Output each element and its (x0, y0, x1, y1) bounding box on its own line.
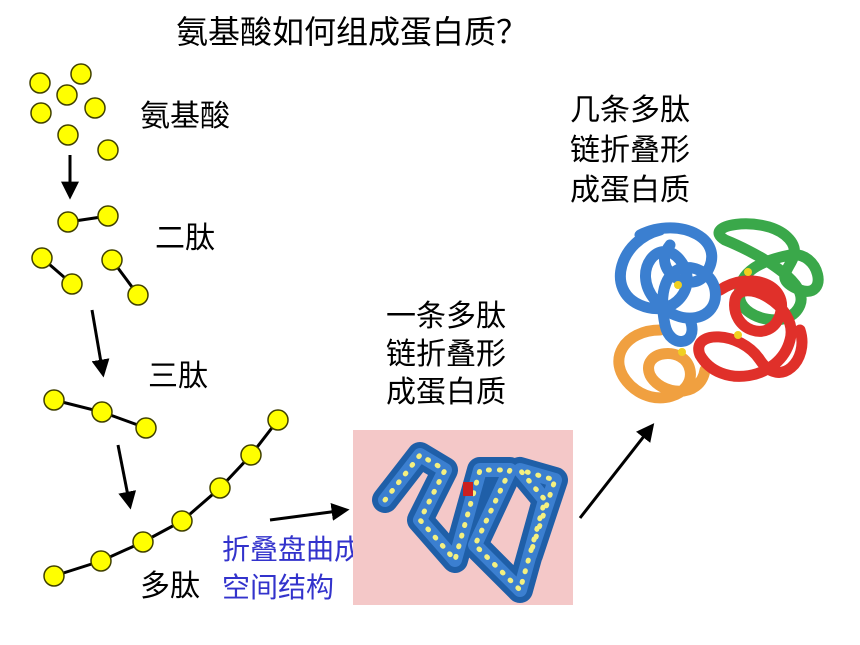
label-fold-2: 空间结构 (222, 571, 335, 604)
amino-acid-dot (31, 247, 53, 269)
amino-acid-dot (132, 531, 154, 553)
amino-acid-cluster (29, 63, 119, 161)
amino-acid-dot (101, 249, 123, 271)
amino-acid-dot (70, 63, 92, 85)
folded-protein-image (353, 430, 573, 605)
amino-acid-dot (240, 444, 262, 466)
label-multi-chain-2: 链折叠形 (570, 133, 690, 168)
page-title: 氨基酸如何组成蛋白质？ (176, 13, 529, 51)
amino-acid-dot (97, 205, 119, 227)
amino-acid-dot (209, 477, 231, 499)
dipeptide-group (31, 205, 149, 306)
tripeptide-group (43, 389, 157, 439)
arrow-dipeptide-to-tripeptide (90, 309, 110, 378)
amino-acid-dot (135, 417, 157, 439)
multichain-protein-image (613, 218, 824, 404)
label-multi-chain-3: 成蛋白质 (570, 173, 690, 208)
amino-acid-dot (91, 401, 113, 423)
amino-acid-dot (57, 124, 79, 146)
label-multi-chain-1: 几条多肽 (570, 93, 690, 128)
label-tripeptide: 三肽 (148, 359, 208, 394)
label-single-chain-1: 一条多肽 (386, 299, 506, 334)
amino-acid-dot (57, 211, 79, 233)
amino-acid-dot (43, 389, 65, 411)
amino-acid-dot (267, 409, 289, 431)
label-dipeptide: 二肽 (155, 221, 215, 256)
label-polypeptide: 多肽 (140, 569, 200, 604)
arrow-tripeptide-to-polypeptide (116, 444, 137, 510)
amino-acid-dot (97, 139, 119, 161)
amino-acid-dot (43, 565, 65, 587)
polypeptide-chain (43, 409, 289, 587)
amino-acid-dot (29, 72, 51, 94)
amino-acid-dot (30, 102, 52, 124)
amino-acid-dot (84, 97, 106, 119)
label-single-chain-3: 成蛋白质 (386, 375, 506, 410)
amino-acid-dot (90, 550, 112, 572)
amino-acid-dot (61, 273, 83, 295)
label-amino-acid: 氨基酸 (140, 99, 230, 134)
amino-acid-dot (56, 84, 78, 106)
amino-acid-dot (171, 510, 193, 532)
label-single-chain-2: 链折叠形 (386, 337, 506, 372)
arrow-folded-to-multichain (578, 423, 655, 519)
amino-acid-dot (127, 284, 149, 306)
label-fold-1: 折叠盘曲成 (222, 533, 363, 566)
arrow-polypeptide-to-folded (269, 502, 350, 522)
